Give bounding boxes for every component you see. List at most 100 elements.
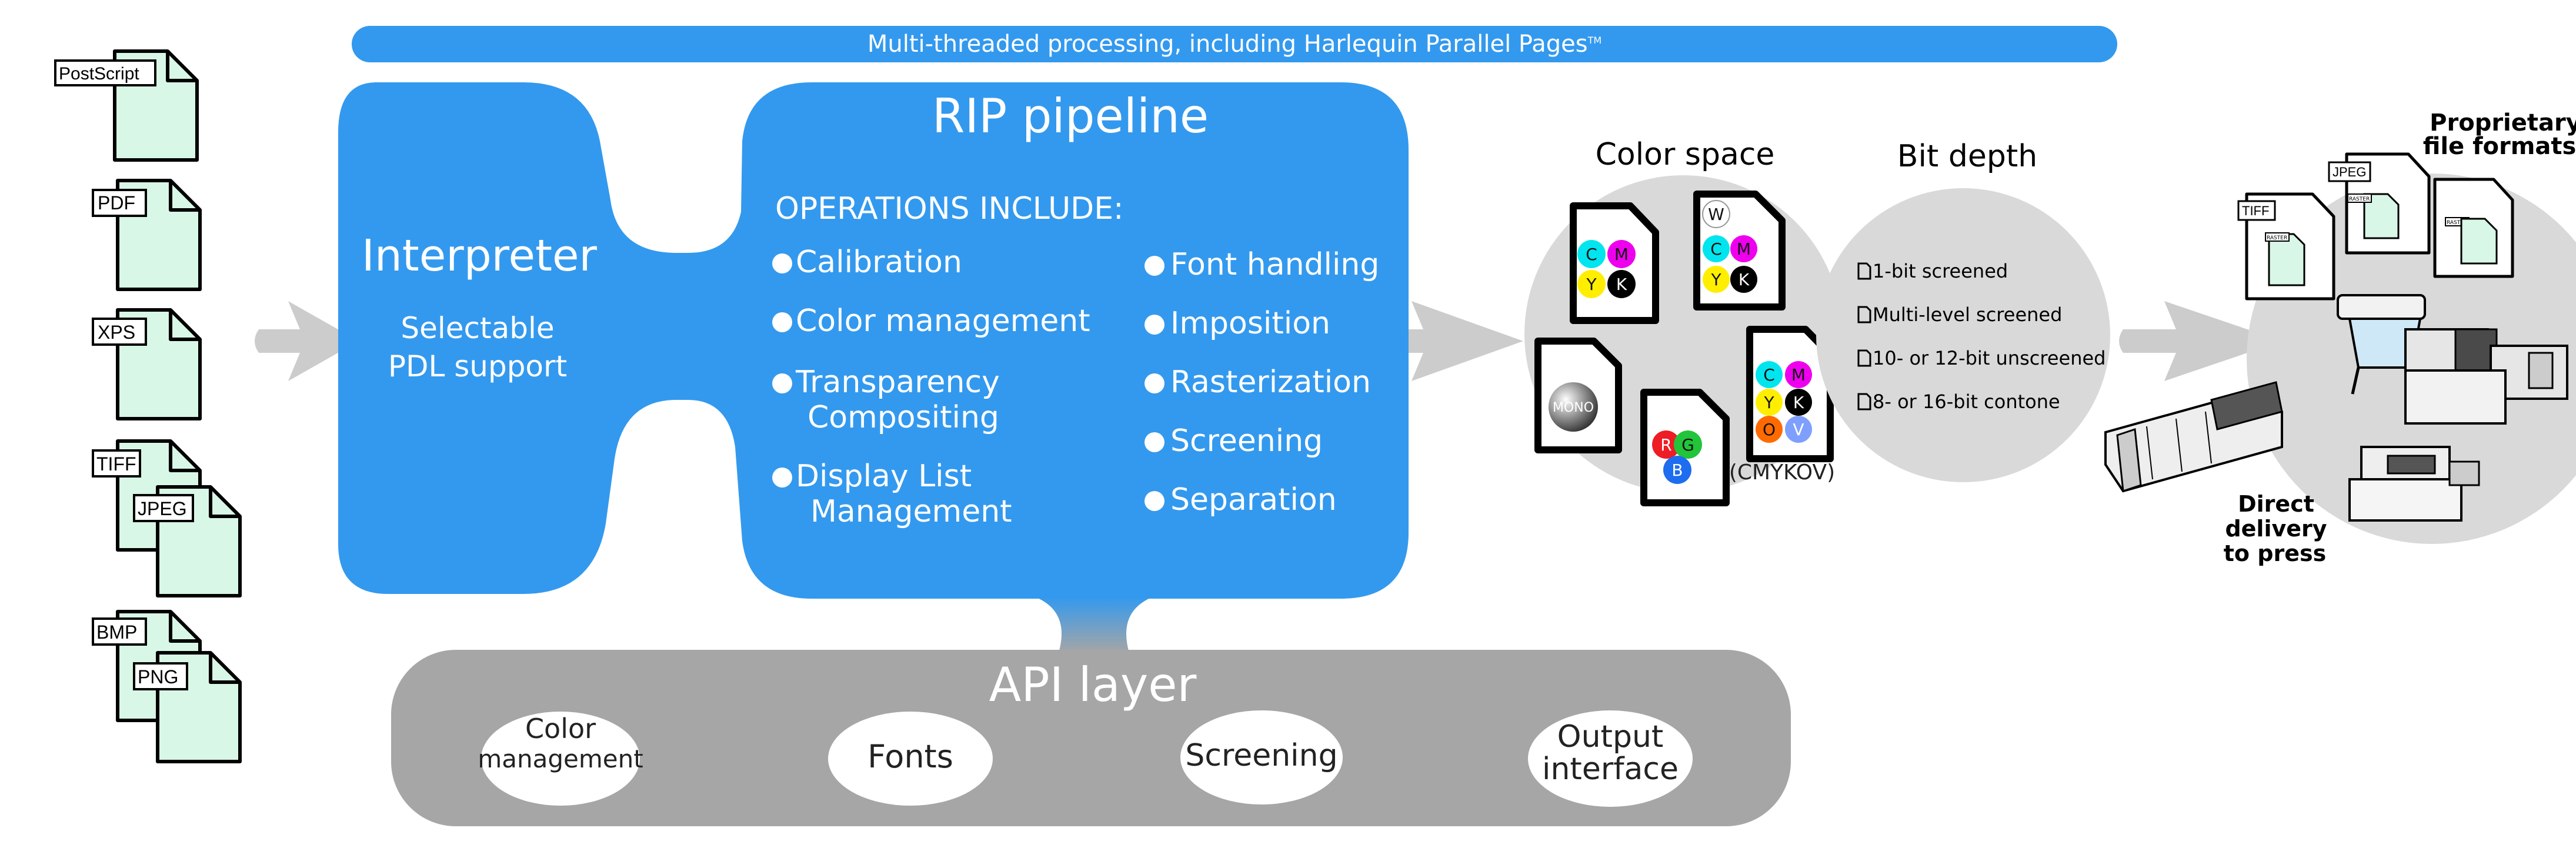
operation-calibration: Calibration	[796, 245, 962, 280]
color-dot-label: V	[1793, 420, 1804, 439]
input-file-label: PostScript	[59, 64, 139, 84]
rip-pipeline-title: RIP pipeline	[932, 89, 1209, 143]
color-dot-label: G	[1681, 435, 1694, 455]
operation-bullet	[1144, 491, 1164, 511]
mono-dot	[1549, 382, 1598, 432]
operation-rasterization: Rasterization	[1170, 365, 1371, 400]
input-file-label: XPS	[98, 322, 135, 343]
colorspace-doc-mono: MONO	[1534, 338, 1622, 453]
interpreter-box	[338, 82, 1409, 599]
color-dot-r	[1652, 430, 1680, 459]
proprietary-label-line1: Proprietary	[2430, 109, 2576, 136]
input-file-label: BMP	[96, 622, 137, 643]
color-dot-label: C	[1586, 245, 1597, 264]
color-dot-c	[1703, 235, 1730, 262]
api-item-label: Screening	[1185, 738, 1337, 773]
direct-delivery-line1: Direct	[2238, 491, 2314, 517]
color-dot-o	[1756, 416, 1783, 443]
bit-depth-item: 1-bit screened	[1857, 260, 2008, 282]
input-file-label: JPEG	[138, 498, 187, 519]
printer-production-right	[2404, 328, 2568, 425]
color-dot-label: Y	[1763, 393, 1774, 412]
color-dot-label: Y	[1710, 270, 1721, 289]
operation-compositing: Compositing	[807, 400, 999, 435]
api-item-label: interface	[1542, 752, 1679, 787]
svg-text:8- or 16-bit contone: 8- or 16-bit contone	[1873, 390, 2060, 413]
api-item-label: Color	[525, 713, 596, 745]
interpreter-subtitle-line2: PDL support	[388, 349, 567, 383]
bit-depth-item: 8- or 16-bit contone	[1857, 390, 2060, 413]
color-dot-k	[1730, 266, 1757, 293]
bit-depth: Bit depth 1-bit screened Multi-level scr…	[1816, 139, 2110, 482]
api-item-label: Output	[1557, 719, 1664, 754]
printer-wide-format	[2337, 294, 2426, 395]
operation-transparency: Transparency	[795, 365, 1000, 400]
color-dot-c	[1577, 240, 1606, 268]
output-file-tiff: TIFF RASTER	[2237, 192, 2335, 301]
operation-bullet	[1144, 315, 1164, 335]
operation-bullet	[1144, 432, 1164, 452]
input-file-label: PDF	[98, 192, 135, 213]
api-item-output-interface	[1528, 710, 1693, 807]
color-dot-m	[1730, 235, 1757, 262]
output-file-raster: RASTER	[2433, 178, 2514, 278]
printer-digital-bottom	[2348, 446, 2480, 522]
input-file-postscript-tag: PostScript	[54, 59, 156, 86]
rip-to-api-neck	[1035, 597, 1153, 653]
proprietary-label-line2: file formats	[2423, 133, 2576, 160]
direct-delivery-line2: delivery	[2225, 516, 2327, 542]
color-dot-label: O	[1763, 420, 1776, 439]
api-layer-title: API layer	[989, 657, 1197, 712]
color-dot-label: K	[1793, 393, 1804, 412]
color-dot-y	[1577, 270, 1606, 298]
banner-trademark: TM	[1587, 35, 1602, 46]
color-dot-k	[1607, 270, 1636, 298]
api-item-label: management	[478, 745, 643, 773]
color-dot-label: C	[1710, 239, 1722, 259]
svg-text:RASTER: RASTER	[2349, 196, 2370, 202]
rip-pipeline: RIP pipeline OPERATIONS INCLUDE: Calibra…	[772, 89, 1379, 529]
arrow-bitdepth-to-outputs	[2119, 301, 2282, 381]
parallel-pages-banner: Multi-threaded processing, including Har…	[352, 26, 2117, 62]
color-dot-b	[1663, 456, 1691, 484]
interpreter-subtitle-line1: Selectable	[401, 311, 554, 345]
arrow-rip-to-color	[1354, 301, 1523, 381]
color-dot-y	[1703, 266, 1730, 293]
color-dot-label: C	[1763, 365, 1775, 385]
mono-label: MONO	[1553, 400, 1594, 415]
processing-core	[338, 82, 1409, 653]
operation-separation: Separation	[1170, 482, 1337, 518]
color-dot-label: Y	[1586, 275, 1597, 294]
right-operations: Font handling Imposition Rasterization S…	[1144, 247, 1379, 518]
operations-heading: OPERATIONS INCLUDE:	[775, 191, 1124, 226]
direct-delivery-line3: to press	[2224, 540, 2326, 566]
api-item-fonts	[828, 712, 993, 806]
operation-imposition: Imposition	[1170, 306, 1330, 341]
operation-bullet	[772, 373, 792, 393]
svg-text:10- or 12-bit unscreened: 10- or 12-bit unscreened	[1873, 347, 2105, 369]
interpreter: Interpreter Selectable PDL support	[362, 231, 598, 383]
operation-font-handling: Font handling	[1170, 247, 1379, 282]
color-dot-label: B	[1671, 460, 1683, 480]
operation-management: Management	[810, 494, 1012, 529]
outputs: Proprietary file formats TIFF RASTER JPE…	[2104, 109, 2576, 566]
svg-text:RASTER: RASTER	[2267, 235, 2287, 241]
operation-bullet	[772, 312, 792, 332]
color-dot-label: W	[1708, 205, 1724, 224]
svg-text:JPEG: JPEG	[2333, 165, 2366, 179]
color-dot-label: K	[1616, 275, 1627, 294]
svg-text:Multi-threaded processing, inc: Multi-threaded processing, including Har…	[867, 31, 1601, 58]
api-item-label: Fonts	[867, 738, 953, 775]
operation-screening: Screening	[1170, 423, 1323, 459]
color-dot-g	[1674, 430, 1702, 459]
bit-depth-item: 10- or 12-bit unscreened	[1857, 347, 2105, 369]
